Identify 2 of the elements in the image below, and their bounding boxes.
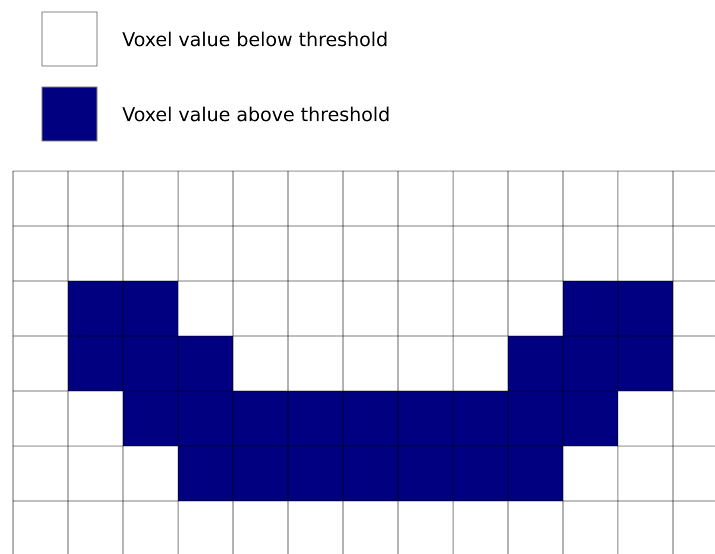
legend-label: Voxel value below threshold xyxy=(122,32,386,46)
legend-label: Voxel value above threshold xyxy=(122,106,388,122)
